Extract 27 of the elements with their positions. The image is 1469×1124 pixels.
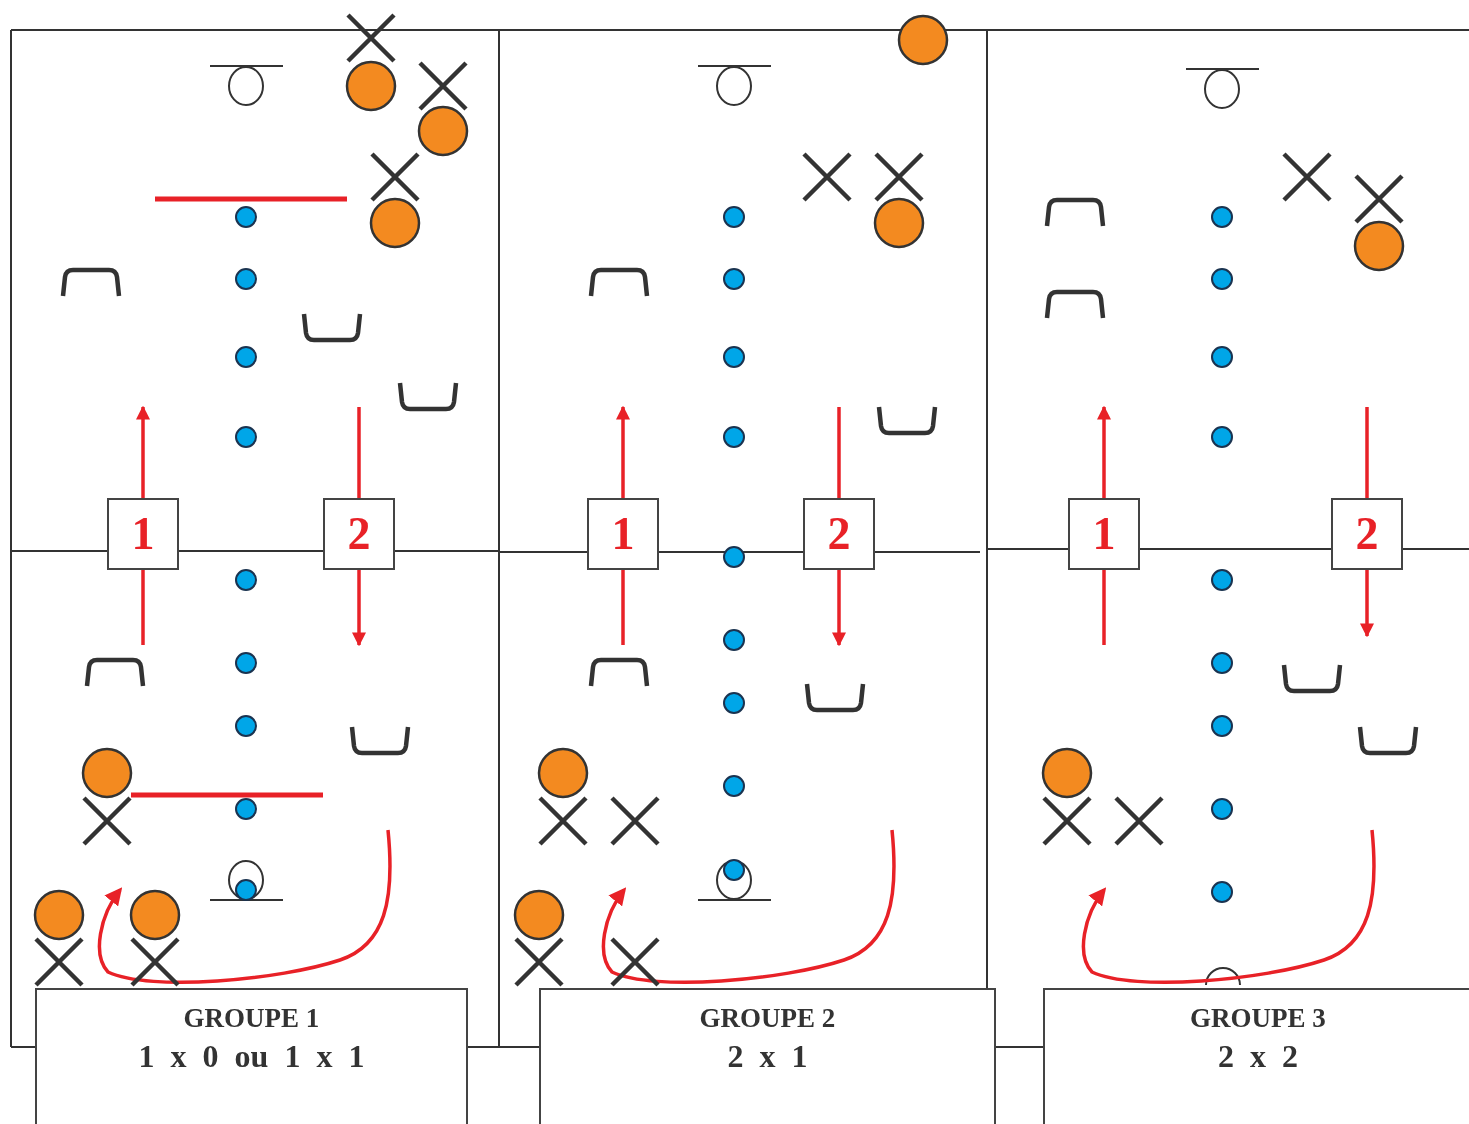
number-box	[323, 498, 395, 570]
arrow	[832, 570, 846, 647]
arrow	[616, 405, 630, 498]
station-number: 2	[827, 511, 851, 557]
arrow	[352, 570, 366, 647]
arrow	[1360, 570, 1374, 638]
arrow	[136, 405, 150, 498]
number-box	[1068, 498, 1140, 570]
station-number: 1	[131, 511, 155, 557]
station-number: 1	[611, 511, 635, 557]
group-panel	[539, 988, 996, 1124]
station-number: 2	[347, 511, 371, 557]
score-format: 2 x 1	[727, 1036, 808, 1076]
score-format: 1 x 0 ou 1 x 1	[138, 1036, 365, 1076]
group-panel	[1043, 988, 1469, 1124]
group-title: GROUPE 3	[1190, 1002, 1326, 1035]
arrow	[1097, 405, 1111, 498]
group-panel	[35, 988, 468, 1124]
score-format: 2 x 2	[1218, 1036, 1298, 1076]
number-box	[1331, 498, 1403, 570]
number-box	[587, 498, 659, 570]
group-title: GROUPE 1	[183, 1002, 320, 1035]
group-title: GROUPE 2	[699, 1002, 836, 1035]
number-box	[803, 498, 875, 570]
number-box	[107, 498, 179, 570]
station-number: 2	[1355, 511, 1379, 557]
station-number: 1	[1092, 511, 1116, 557]
